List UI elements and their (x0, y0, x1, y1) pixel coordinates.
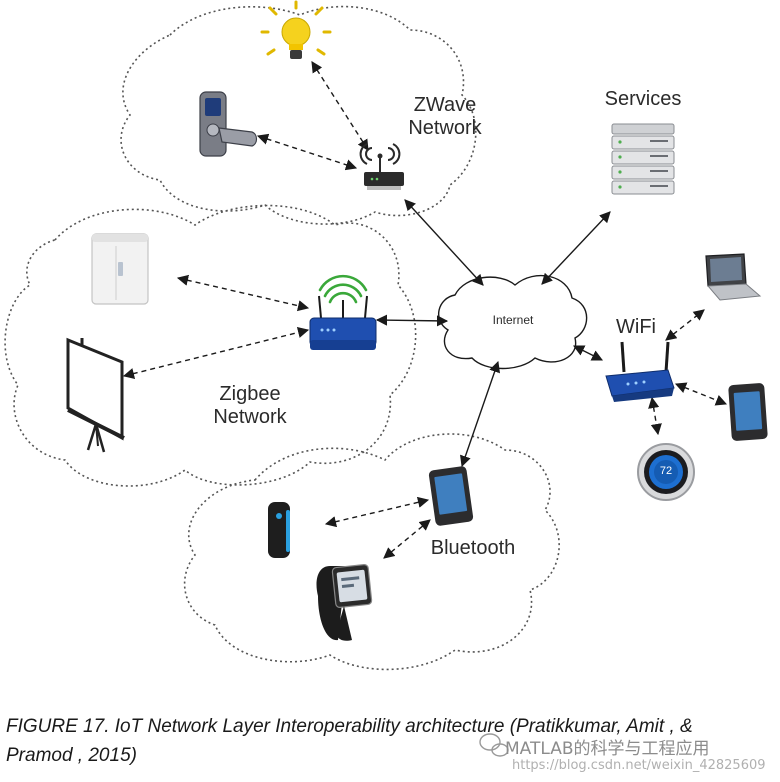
zigbee-label-line2: Network (213, 406, 287, 428)
bluetooth-phone-icon (428, 466, 474, 526)
door-lock-icon (199, 91, 258, 157)
watermark-title: MATLAB的科学与工程应用 (505, 739, 710, 759)
internet-cloud (438, 274, 588, 370)
figure-caption: FIGURE 17. IoT Network Layer Interoperab… (6, 712, 758, 771)
wifi-label: WiFi (616, 316, 656, 338)
projector-screen-icon (66, 337, 125, 453)
internet-label: Internet (492, 313, 534, 327)
caption-line2: Pramod , 2015) (6, 745, 137, 767)
zigbee-label-line1: Zigbee (219, 383, 281, 405)
fitness-band-icon (268, 502, 290, 558)
zwave-label: ZWave Network (400, 94, 490, 140)
server-icon (611, 123, 675, 195)
bluetooth-cloud (183, 433, 560, 671)
light-bulb-icon (260, 0, 332, 59)
wechat-icon (479, 733, 509, 757)
services-label: Services (604, 88, 682, 110)
bluetooth-label: Bluetooth (430, 537, 516, 559)
solid-links (375, 199, 611, 468)
zwave-hub-icon (359, 143, 404, 190)
smartwatch-icon (316, 564, 373, 641)
dashed-links (122, 61, 728, 559)
zigbee-label: Zigbee Network (195, 383, 305, 429)
caption-line1: FIGURE 17. IoT Network Layer Interoperab… (6, 716, 693, 737)
laptop-icon (705, 253, 762, 301)
refrigerator-icon (91, 233, 149, 305)
zwave-label-line2: Network (408, 117, 482, 139)
zwave-label-line1: ZWave (413, 94, 477, 116)
smartphone-icon (728, 383, 768, 441)
thermostat-icon (637, 443, 695, 501)
watermark-url: https://blog.csdn.net/weixin_42825609 (512, 758, 766, 773)
thermostat-value: 72 (659, 465, 673, 477)
wifi-router-icon (605, 341, 675, 402)
zigbee-router-icon (309, 274, 377, 350)
